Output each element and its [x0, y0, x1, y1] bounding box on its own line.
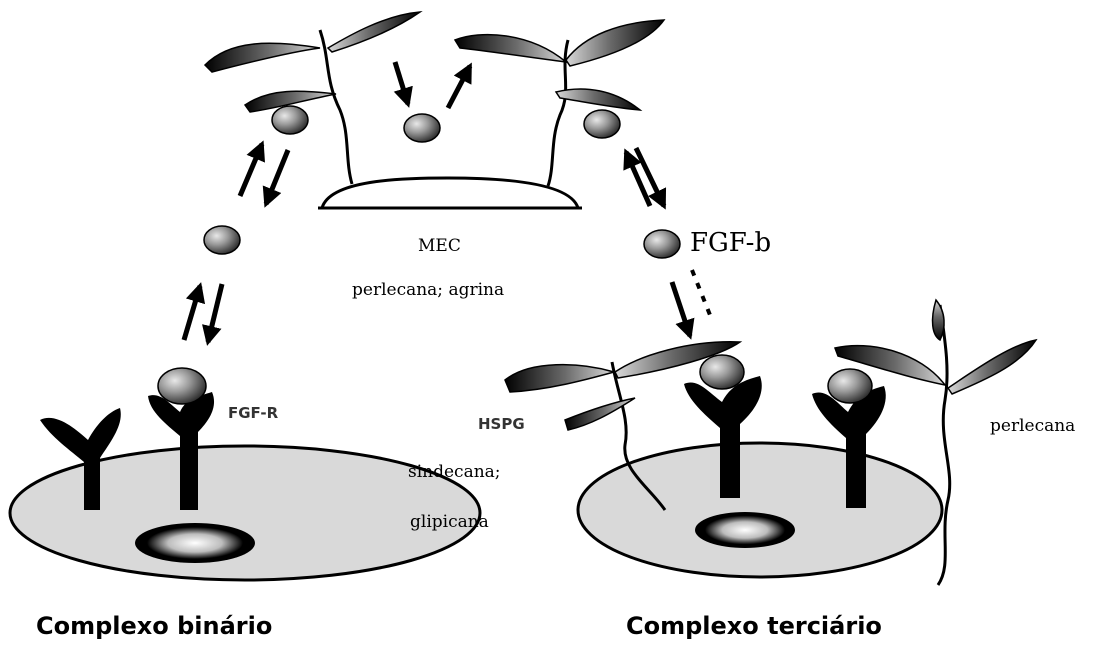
nucleus — [135, 523, 255, 563]
arrow-down — [266, 150, 288, 204]
glipicana-label: glipicana — [410, 512, 489, 532]
mec-cell-surface — [322, 178, 578, 208]
arrow-down — [672, 282, 690, 336]
frond — [205, 43, 320, 72]
fgf-ball — [272, 106, 308, 134]
frond — [556, 89, 640, 110]
binary-complex-caption: Complexo binário — [36, 612, 272, 640]
frond — [505, 365, 614, 392]
frond — [455, 35, 566, 62]
frond — [933, 300, 945, 340]
fgf-r-label: FGF-R — [228, 404, 278, 422]
fgf-ball — [644, 230, 680, 258]
tertiary-complex-caption: Complexo terciário — [626, 612, 882, 640]
arrow-down — [395, 62, 408, 104]
arrow-up — [626, 152, 650, 206]
cell-body — [578, 443, 942, 577]
fgf-ball — [584, 110, 620, 138]
frond — [948, 340, 1036, 394]
mec-components-label: perlecana; agrina — [352, 280, 504, 300]
fgf-ball-bound — [828, 369, 872, 403]
binary-path — [184, 106, 308, 342]
hspg-label: HSPG — [478, 415, 525, 433]
sindecana-label: sindecana; — [408, 462, 501, 482]
right-cell — [505, 300, 1036, 585]
perlecana-label: perlecana — [990, 416, 1075, 436]
arrow-up — [240, 144, 262, 196]
fgf-b-label: FGF-b — [690, 228, 771, 258]
left-core-protein — [320, 30, 352, 184]
arrow-up — [184, 286, 200, 340]
tertiary-path — [584, 110, 712, 336]
arrow-up — [448, 66, 470, 108]
frond — [566, 20, 664, 66]
arrow-down — [208, 284, 222, 342]
fgf-ball-bound — [700, 355, 744, 389]
perlecan-core-protein — [938, 305, 950, 585]
arrow-down — [636, 148, 664, 206]
arrow-dashed — [692, 270, 712, 320]
frond — [328, 12, 420, 52]
mec-label: MEC — [418, 236, 461, 256]
fgf-ball — [204, 226, 240, 254]
fgf-ball-bound — [158, 368, 206, 404]
fgf-ball-mec — [404, 114, 440, 142]
nucleus — [695, 512, 795, 548]
